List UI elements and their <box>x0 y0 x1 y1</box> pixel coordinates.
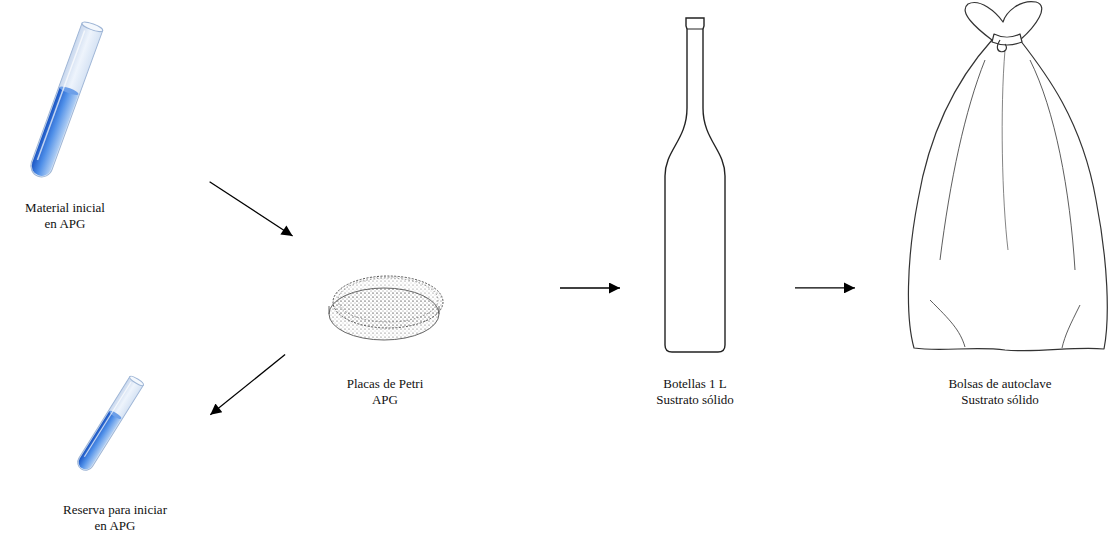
autoclave-bag <box>908 2 1107 351</box>
step-caption: Material inicial en APG <box>18 200 113 232</box>
flow-arrow <box>560 287 620 288</box>
test-tube <box>75 375 145 474</box>
flow-arrow <box>210 355 285 415</box>
flow-arrow <box>795 287 855 288</box>
illustrated-step: Reserva para iniciar en APG <box>40 370 190 535</box>
illustrated-step: Bolsas de autoclave Sustrato sólido <box>890 0 1110 410</box>
bottle <box>665 18 725 352</box>
petri-dish <box>329 276 443 340</box>
step-caption: Botellas 1 L Sustrato sólido <box>648 376 743 408</box>
illustrated-step: Botellas 1 L Sustrato sólido <box>630 15 760 410</box>
test-tube <box>28 20 104 180</box>
step-caption: Reserva para iniciar en APG <box>56 502 174 534</box>
illustrated-step: Placas de Petri APG <box>310 265 460 410</box>
flow-arrow <box>210 182 293 236</box>
illustrated-step: Material inicial en APG <box>10 20 120 235</box>
step-caption: Placas de Petri APG <box>338 376 433 408</box>
step-caption: Bolsas de autoclave Sustrato sólido <box>940 376 1060 408</box>
